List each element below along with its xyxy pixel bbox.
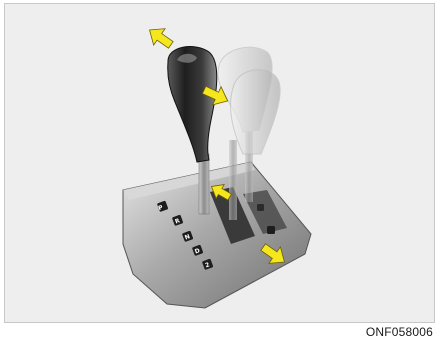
lever-shaft: [199, 154, 209, 214]
lever-knob: [168, 47, 217, 162]
figure-code: ONF058006: [366, 325, 433, 339]
gate-marker: [267, 226, 275, 234]
arrow-up-left-icon: [144, 22, 177, 53]
shift-lever-diagram: P R N D 2: [5, 4, 435, 323]
illustration-frame: P R N D 2: [4, 3, 435, 323]
gate-marker: [257, 204, 264, 211]
